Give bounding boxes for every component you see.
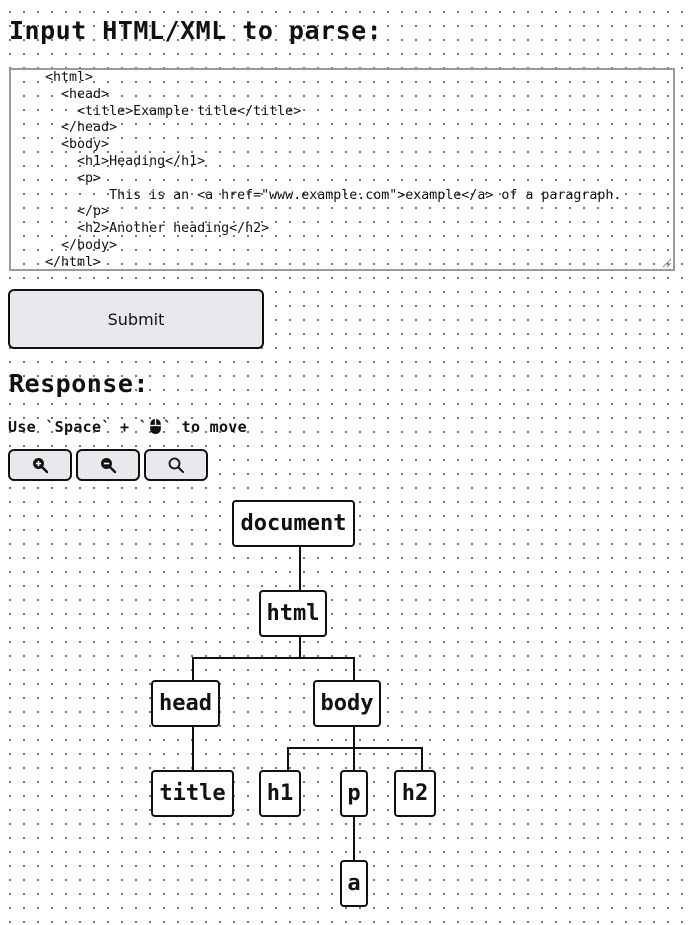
pan-hint: Use `Space` + ` ` to move <box>8 418 247 439</box>
tree-node-body: body <box>313 680 381 727</box>
mouse-icon <box>149 418 162 439</box>
search-icon <box>168 457 184 473</box>
tree-node-title: title <box>151 770 234 817</box>
response-heading: Response: <box>9 369 149 398</box>
submit-button[interactable]: Submit <box>8 289 264 349</box>
html-input-container <box>9 68 675 271</box>
zoom-reset-button[interactable] <box>144 449 208 481</box>
html-input-textarea[interactable] <box>11 70 673 269</box>
tree-node-head: head <box>151 680 220 727</box>
resize-grip-icon[interactable] <box>662 258 672 268</box>
tree-node-h2: h2 <box>394 770 436 817</box>
zoom-out-button[interactable] <box>76 449 140 481</box>
zoom-in-button[interactable] <box>8 449 72 481</box>
pan-hint-prefix: Use `Space` + ` <box>8 418 148 436</box>
tree-node-html: html <box>259 590 327 637</box>
zoom-in-icon <box>33 458 49 474</box>
pan-hint-suffix: ` to move <box>162 418 247 436</box>
input-heading: Input HTML/XML to parse: <box>9 16 383 45</box>
edge-html-children <box>192 636 355 680</box>
tree-node-a: a <box>340 860 368 907</box>
tree-node-h1: h1 <box>259 770 301 817</box>
tree-node-p: p <box>340 770 368 817</box>
zoom-out-icon <box>101 458 117 474</box>
tree-node-document: document <box>232 500 355 547</box>
edge-body-children <box>287 726 423 770</box>
